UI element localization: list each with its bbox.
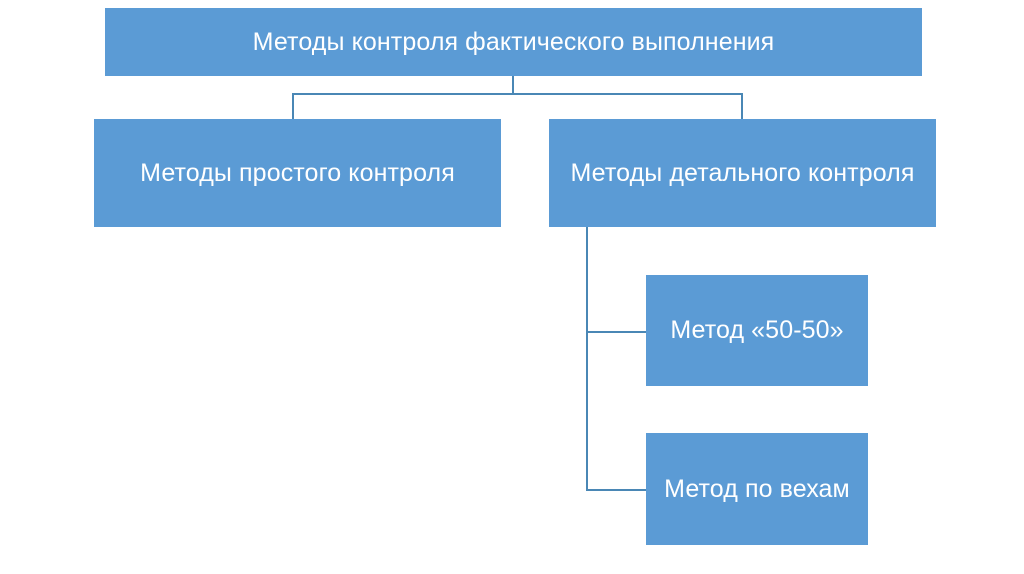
- node-detailed-label: Методы детального контроля: [570, 158, 915, 187]
- connector-drop-to-simple: [292, 93, 294, 120]
- connector-root-stem: [512, 76, 514, 95]
- node-simple-label: Методы простого контроля: [140, 158, 455, 187]
- node-root-control-methods[interactable]: Методы контроля фактического выполнения: [105, 8, 922, 76]
- node-method-milestone[interactable]: Метод по вехам: [646, 433, 868, 545]
- connector-detailed-trunk: [586, 227, 588, 491]
- connector-root-horizontal-bus: [292, 93, 743, 95]
- node-root-label: Методы контроля фактического выполнения: [252, 27, 775, 56]
- connector-branch-to-milestone: [586, 489, 647, 491]
- node-milestone-label: Метод по вехам: [664, 474, 850, 503]
- node-fifty-label: Метод «50-50»: [670, 316, 844, 345]
- connector-branch-to-fifty-fifty: [586, 331, 647, 333]
- connector-drop-to-detailed: [741, 93, 743, 120]
- node-method-fifty-fifty[interactable]: Метод «50-50»: [646, 275, 868, 386]
- node-simple-control-methods[interactable]: Методы простого контроля: [94, 119, 501, 227]
- node-detailed-control-methods[interactable]: Методы детального контроля: [549, 119, 936, 227]
